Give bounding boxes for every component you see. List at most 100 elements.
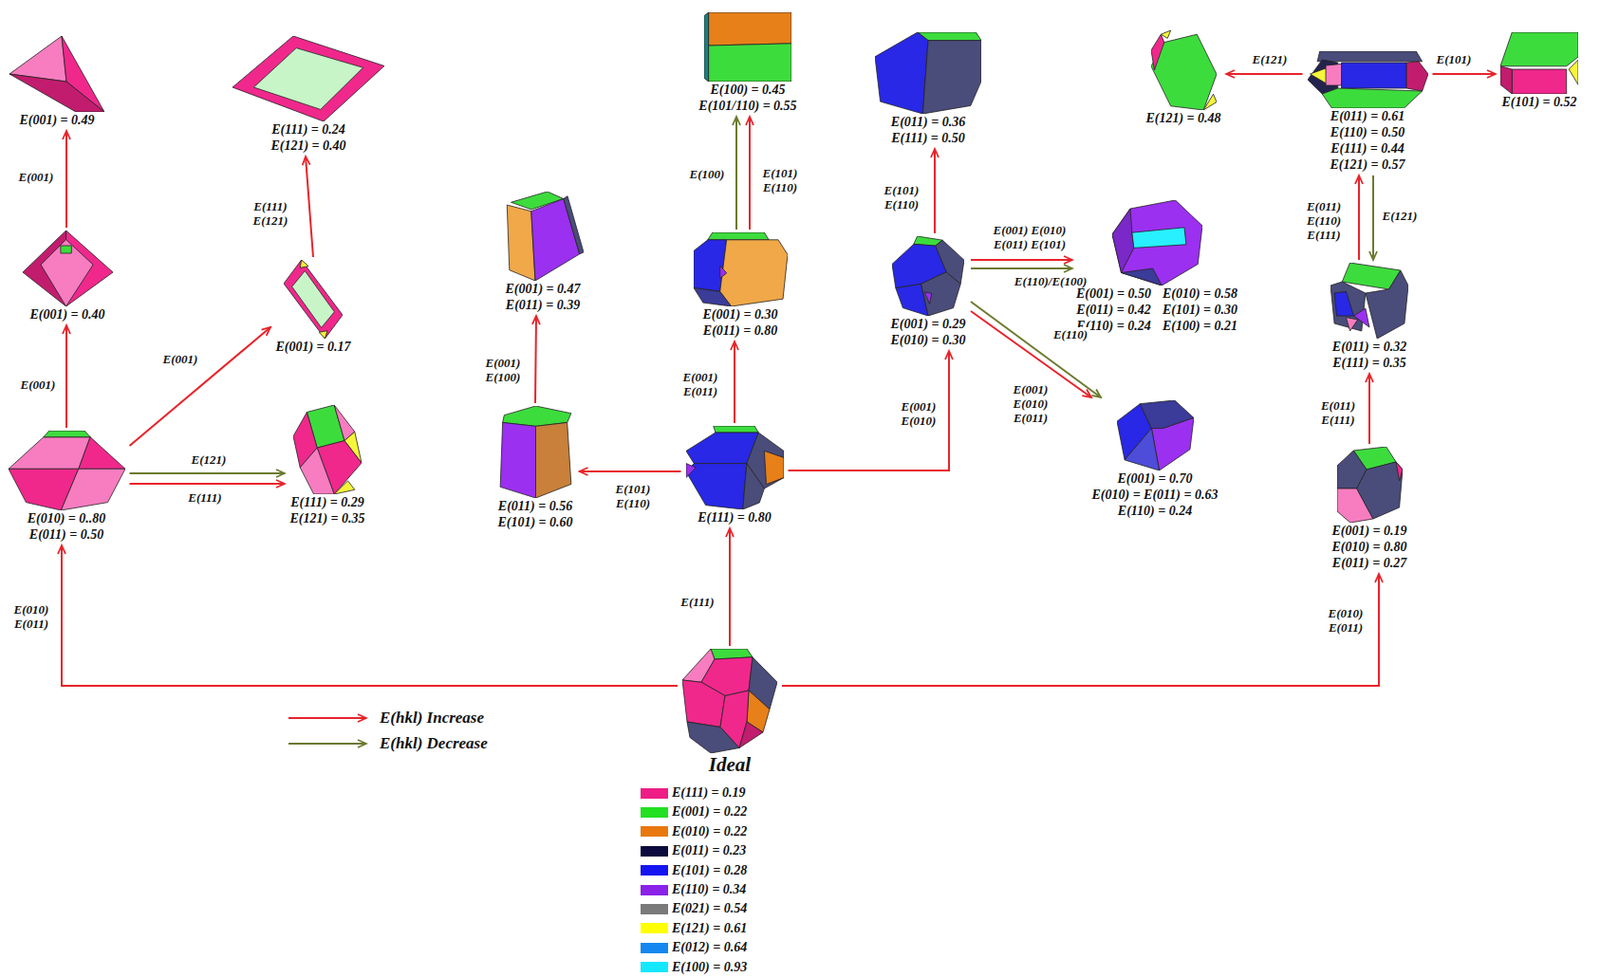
energy-value: E(001) = 0.19 <box>1329 522 1410 540</box>
crystal-shape <box>22 230 113 307</box>
legend-arrow-sample <box>288 717 367 720</box>
crystal-face <box>1124 428 1159 471</box>
crystal-face <box>283 260 343 339</box>
energy-value: E(111) = 0.50 <box>873 130 984 147</box>
edge-label: E(011) E(110) E(111) <box>1295 199 1353 242</box>
edge-label: E(001) E(010) E(011) E(101) <box>975 223 1084 252</box>
edge-label: E(001) <box>161 352 201 367</box>
energy-value: E(121) = 0.35 <box>287 510 368 527</box>
energy-value: E(001) = 0.29 <box>888 316 968 333</box>
edge-label: E(001) E(010) <box>890 399 948 428</box>
crystal-face <box>708 43 792 82</box>
legend-swatch <box>640 962 669 973</box>
crystal-node: E(001) = 0.49 <box>7 36 107 129</box>
crystal-face <box>299 447 335 495</box>
energy-value: E(001) = 0.30 <box>691 306 790 323</box>
crystal-node: E(101) = 0.52 <box>1498 32 1581 111</box>
crystal-face <box>40 240 94 307</box>
legend-text: E(012) = 0.64 <box>671 939 747 957</box>
energy-value: E(010) = 0.80 <box>1329 539 1410 556</box>
energy-value: E(010) = E(011) = 0.63 <box>1089 486 1221 503</box>
crystal-face <box>77 437 125 470</box>
energy-value: E(101/110) = 0.55 <box>696 97 800 114</box>
arrow-connector <box>65 130 68 228</box>
crystal-face <box>1112 200 1203 286</box>
arrow-connector <box>1432 73 1497 75</box>
edge-label: E(121) <box>189 452 229 467</box>
crystal-node: E(111) = 0.29E(121) = 0.35 <box>287 405 368 527</box>
crystal-face <box>1568 59 1579 85</box>
crystal-shape <box>1112 200 1203 286</box>
crystal-face <box>874 32 929 114</box>
edge-label: E(101) E(110) <box>873 183 931 212</box>
arrow-connector <box>1372 175 1375 261</box>
crystal-face <box>9 74 105 112</box>
legend-swatch <box>640 904 669 915</box>
energy-value: E(011) = 0.50 <box>6 526 128 543</box>
crystal-face <box>535 422 571 499</box>
energy-value: E(110) = 0.50 <box>1305 124 1431 141</box>
crystal-shape <box>874 32 982 114</box>
crystal-shape <box>1151 30 1217 111</box>
crystal-shape <box>892 236 965 317</box>
legend-text: E(010) = 0.22 <box>671 823 747 841</box>
arrow-connector <box>535 316 537 404</box>
crystal-node: E(121) = 0.48 <box>1143 30 1224 127</box>
crystal-node: E(001) = 0.19E(010) = 0.80E(011) = 0.27 <box>1329 446 1410 572</box>
arrow-connector <box>579 470 682 473</box>
arrow-connector <box>748 116 751 230</box>
energy-value: E(111) = 0.24 <box>230 121 387 138</box>
crystal-face <box>1500 32 1579 67</box>
energy-value: E(011) = 0.27 <box>1329 555 1410 572</box>
crystal-shape <box>293 405 362 495</box>
energy-value: E(100) = 0.45 <box>696 81 800 98</box>
legend-swatch <box>640 923 669 934</box>
crystal-shape <box>283 260 343 339</box>
crystal-face <box>334 481 355 495</box>
edge-label: E(121) <box>1380 208 1420 224</box>
crystal-face <box>719 240 787 307</box>
crystal-node: E(001) = 0.17 <box>273 260 354 355</box>
crystal-node: E(111) = 0.80 <box>684 426 786 526</box>
energy-value: E(101) = 0.60 <box>494 514 577 531</box>
crystal-face <box>742 464 764 510</box>
energy-value: E(111) = 0.44 <box>1305 140 1431 157</box>
legend-swatch <box>640 943 669 954</box>
legend-text: E(121) = 0.61 <box>671 920 747 938</box>
crystal-face <box>686 464 747 510</box>
legend-arrow-sample <box>288 743 367 745</box>
crystal-node: E(001) = 0.50E(010) = 0.58E(011) = 0.42E… <box>1075 200 1239 335</box>
energy-value: E(010) = 0..80 <box>6 510 128 527</box>
crystal-face <box>1112 208 1135 274</box>
crystal-shape <box>1307 51 1429 109</box>
crystal-face <box>318 331 328 339</box>
crystal-face <box>299 260 309 268</box>
crystal-face <box>1317 51 1422 62</box>
energy-value: E(111) = 0.29 <box>287 494 368 511</box>
crystal-face <box>1340 62 1407 89</box>
crystal-face <box>1395 462 1403 482</box>
crystal-node: E(001) = 0.47E(011) = 0.39 <box>501 191 586 314</box>
legend-text: E(100) = 0.93 <box>671 959 747 977</box>
crystal-shape <box>686 426 784 510</box>
edge-label: E(010) E(011) <box>1317 606 1375 635</box>
energy-value: E(011) = 0.56 <box>494 498 577 515</box>
crystal-shape <box>1337 446 1403 523</box>
crystal-face <box>292 271 335 329</box>
crystal-face <box>1160 30 1171 38</box>
crystal-node: E(011) = 0.56E(101) = 0.60 <box>494 406 577 531</box>
edge-label: E(101) <box>1434 52 1474 67</box>
arrow-connector <box>781 574 1379 687</box>
crystal-shape <box>1500 32 1579 94</box>
energy-value: E(011) = 0.61 <box>1305 108 1431 125</box>
edge-label: E(001) <box>17 169 56 185</box>
edge-label: E(111) <box>186 490 224 505</box>
crystal-face <box>562 196 583 255</box>
crystal-face <box>693 288 732 308</box>
crystal-face <box>922 40 982 114</box>
energy-value: E(011) = 0.80 <box>691 322 790 339</box>
crystal-face <box>60 468 126 511</box>
edge-label: E(121) <box>1250 52 1290 67</box>
energy-value: E(011) = 0.39 <box>501 297 586 314</box>
